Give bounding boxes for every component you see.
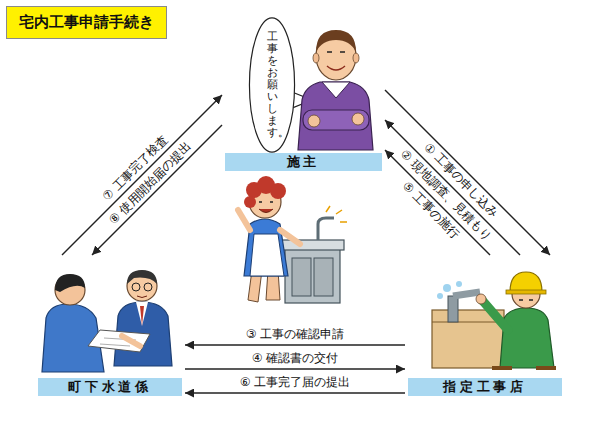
actor-label: 施主 (225, 153, 382, 171)
step-label: ④ 確認書の交付 (250, 351, 341, 365)
housewife-sink (238, 176, 347, 303)
actor-label: 町下水道係 (38, 378, 182, 396)
flow-arrow (385, 120, 520, 255)
owner-figure (298, 30, 373, 150)
flow-arrow (92, 125, 222, 255)
bubble-ellipse (249, 18, 294, 152)
flow-arrow (385, 90, 550, 255)
actor-contractor: 指定工事店 (405, 255, 565, 400)
actor-owner: 施主 (222, 30, 385, 175)
flow-arrow (185, 392, 405, 393)
flow-arrow (62, 95, 222, 255)
flow-arrow (185, 344, 405, 345)
diagram-title: 宅内工事申請手続き (6, 6, 167, 39)
plumber-worker (432, 272, 556, 368)
flow-arrow (185, 368, 405, 369)
actor-office: 町下水道係 (35, 255, 185, 400)
actor-label: 指定工事店 (408, 378, 562, 396)
speech-text: 工事をお願いします。 (267, 31, 278, 140)
step-label: ⑥ 工事完了届の提出 (238, 375, 353, 389)
speech-bubble: 工事をお願いします。 (248, 15, 296, 155)
office-staff (42, 270, 172, 372)
step-label: ③ 工事の確認申請 (244, 327, 347, 341)
